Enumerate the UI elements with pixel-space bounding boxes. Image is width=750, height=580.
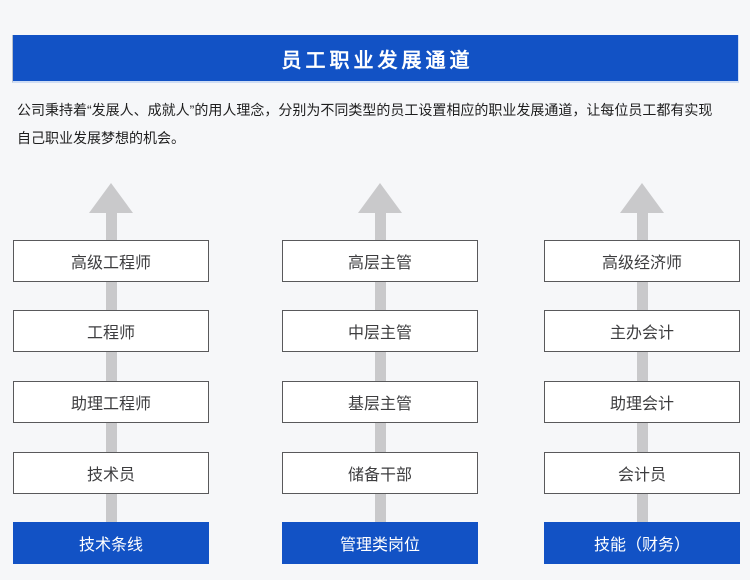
career-column-management: 高层主管 中层主管 基层主管 储备干部 管理类岗位 [282,183,478,564]
level-box: 工程师 [13,310,209,352]
career-column-technical: 高级工程师 工程师 助理工程师 技术员 技术条线 [13,183,209,564]
up-arrow-icon [358,183,402,213]
level-box: 高层主管 [282,240,478,282]
level-box: 技术员 [13,452,209,494]
level-box: 高级经济师 [544,240,740,282]
up-arrow-icon [89,183,133,213]
level-box: 基层主管 [282,381,478,423]
up-arrow-stem [636,211,648,527]
up-arrow-stem [374,211,386,527]
intro-line-2: 自己职业发展梦想的机会。 [17,130,185,146]
career-column-skills-finance: 高级经济师 主办会计 助理会计 会计员 技能（财务） [544,183,740,564]
level-box: 会计员 [544,452,740,494]
intro-line-1: 公司秉持着“发展人、成就人”的用人理念，分别为不同类型的员工设置相应的职业发展通… [17,102,713,118]
intro-paragraph: 公司秉持着“发展人、成就人”的用人理念，分别为不同类型的员工设置相应的职业发展通… [17,96,733,152]
up-arrow-stem [105,211,117,527]
level-box: 中层主管 [282,310,478,352]
page-title: 员工职业发展通道 [281,49,474,72]
level-box: 助理会计 [544,381,740,423]
level-box: 助理工程师 [13,381,209,423]
track-label-management: 管理类岗位 [282,522,478,564]
track-label-skills: 技能（财务） [544,522,740,564]
level-box: 高级工程师 [13,240,209,282]
level-box: 主办会计 [544,310,740,352]
level-box: 储备干部 [282,452,478,494]
header-banner: 员工职业发展通道 [12,35,739,83]
track-label-technical: 技术条线 [13,522,209,564]
up-arrow-icon [620,183,664,213]
